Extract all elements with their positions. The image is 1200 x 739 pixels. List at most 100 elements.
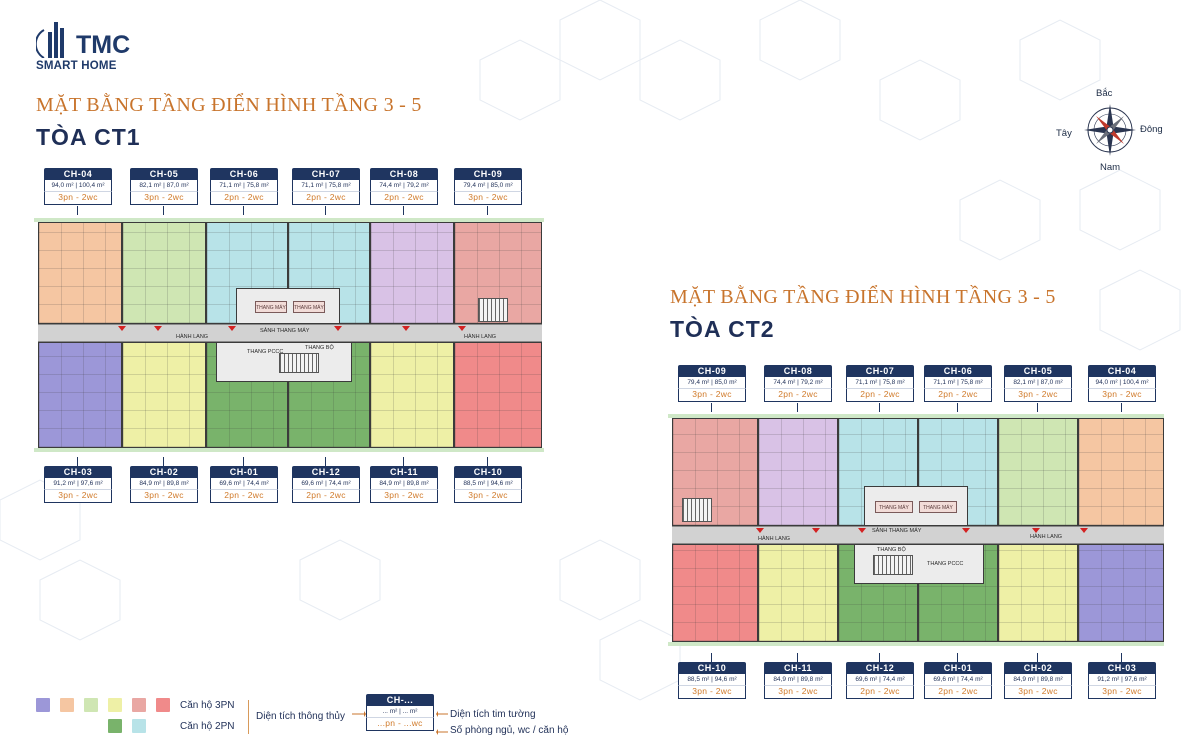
unit-card-type: 2pn - 2wc [764,388,832,402]
key-card-id: CH-... [366,694,434,706]
unit-card-id: CH-01 [924,662,992,674]
unit-card-id: CH-01 [210,466,278,478]
unit-card-type: 2pn - 2wc [370,191,438,205]
unit-card-area: 69,6 m² | 74,4 m² [210,478,278,489]
unit-card-type: 3pn - 2wc [454,191,522,205]
ct1-entrance-marker [334,326,342,331]
unit-card-area: 71,1 m² | 75,8 m² [292,180,360,191]
ct1-lobby-label: SẢNH THANG MÁY [260,328,310,334]
unit-card-type: 3pn - 2wc [1088,685,1156,699]
brand-name: TMC [76,31,131,59]
unit-card-stem [957,403,958,412]
ct2-entrance-marker [962,528,970,533]
ct2-stair [873,555,913,575]
legend-2pn-swatch [108,719,122,733]
ct2-apartment-ch-10 [672,544,758,642]
unit-card-area: 84,9 m² | 89,8 m² [1004,674,1072,685]
compass-north: Bắc [1096,88,1113,99]
ct1-stair-pccc-label: THANG PCCC [247,349,284,355]
unit-card-stem [1121,403,1122,412]
unit-card-stem [957,653,958,662]
ct1-apartment-ch-10 [454,342,542,448]
unit-card-type: 3pn - 2wc [678,388,746,402]
legend-3pn-swatch [84,698,98,712]
legend-3pn-swatch [36,698,50,712]
unit-card-stem [243,206,244,215]
unit-card-stem [403,206,404,215]
unit-card-type: 3pn - 2wc [1004,685,1072,699]
unit-card-stem [1121,653,1122,662]
key-card-type: ...pn - ...wc [366,717,434,731]
unit-card-id: CH-03 [44,466,112,478]
unit-card-area: 82,1 m² | 87,0 m² [1004,377,1072,388]
legend-divider [248,700,249,734]
ct1-lift-1: THANG MÁY [255,301,287,313]
unit-card-type: 3pn - 2wc [764,685,832,699]
unit-card-id: CH-10 [678,662,746,674]
compass: Bắc Nam Đông Tây [1052,86,1170,174]
ct1-apartment-ch-02 [122,342,206,448]
ct1-apartment-ch-05 [122,222,206,324]
unit-card-id: CH-04 [1088,365,1156,377]
unit-card-stem [797,403,798,412]
ct2-entrance-marker [812,528,820,533]
brand-subtitle: SMART HOME [36,60,117,72]
ct2-apartment-ch-08 [758,418,838,526]
compass-west: Tây [1056,128,1072,139]
ct1-corridor-label-left: HÀNH LANG [176,334,209,340]
unit-card-stem [1037,403,1038,412]
key-rooms-label: Số phòng ngủ, wc / căn hộ [450,725,569,736]
ct1-floor-title: MẶT BẰNG TẦNG ĐIỂN HÌNH TẦNG 3 - 5 [36,94,422,116]
ct1-corridor [38,324,542,342]
ct2-entrance-marker [858,528,866,533]
unit-card-type: 2pn - 2wc [210,489,278,503]
unit-card-type: 2pn - 2wc [924,388,992,402]
unit-card-id: CH-08 [370,168,438,180]
unit-card-id: CH-07 [846,365,914,377]
ct2-apartment-ch-05 [998,418,1078,526]
ct2-corridor-label-right: HÀNH LANG [1030,534,1063,540]
unit-card-area: 74,4 m² | 79,2 m² [370,180,438,191]
brand-logo: TMC SMART HOME [36,18,130,72]
unit-card-area: 79,4 m² | 85,0 m² [678,377,746,388]
unit-card-stem [163,206,164,215]
unit-card-id: CH-09 [454,168,522,180]
ct2-tower-title: TÒA CT2 [670,316,775,342]
ct2-lobby-label: SẢNH THANG MÁY [872,528,922,534]
unit-card-stem [797,653,798,662]
ct1-tower-title: TÒA CT1 [36,124,141,150]
unit-card-id: CH-10 [454,466,522,478]
ct2-corridor [672,526,1164,544]
ct1-lift-2: THANG MÁY [293,301,325,313]
unit-card-area: 69,6 m² | 74,4 m² [292,478,360,489]
unit-card-area: 94,0 m² | 100,4 m² [44,180,112,191]
unit-card-type: 3pn - 2wc [44,489,112,503]
unit-card-area: 91,2 m² | 97,6 m² [1088,674,1156,685]
ct1-apartment-ch-04 [38,222,122,324]
unit-card-type: 2pn - 2wc [924,685,992,699]
compass-east: Đông [1140,124,1163,135]
unit-card-id: CH-04 [44,168,112,180]
ct2-apartment-ch-03 [1078,544,1164,642]
ct1-corridor-label-right: HÀNH LANG [464,334,497,340]
ct1-stair-bo-label: THANG BỘ [305,345,334,351]
unit-card-type: 3pn - 2wc [1088,388,1156,402]
ct2-stair-bo-label: THANG BỘ [877,547,906,553]
unit-card-type: 2pn - 2wc [292,489,360,503]
unit-card-area: 82,1 m² | 87,0 m² [130,180,198,191]
key-net-area-label: Diện tích thông thủy [256,711,345,722]
unit-card-stem [163,457,164,466]
